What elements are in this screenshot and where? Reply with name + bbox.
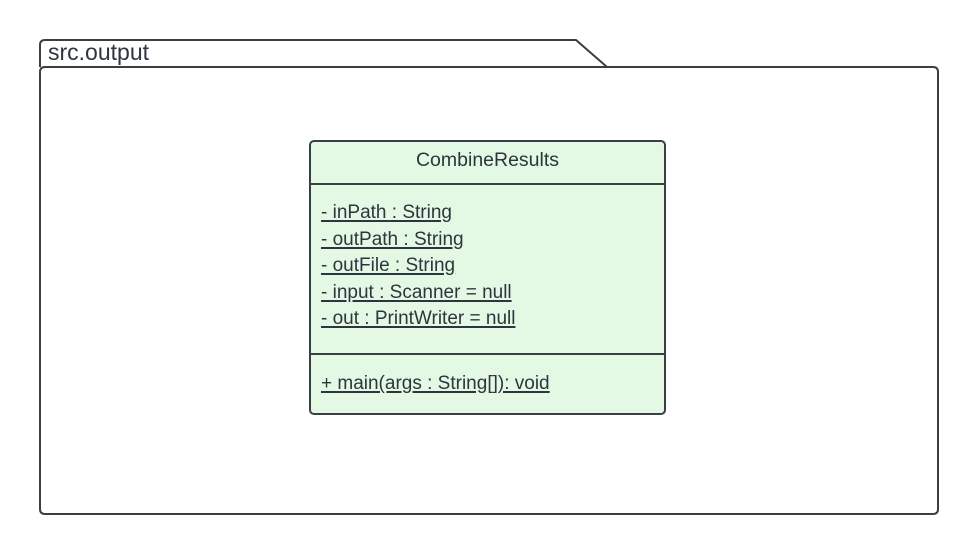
attribute-out-path: - outPath : String xyxy=(321,228,464,250)
operation-main: + main(args : String[]): void xyxy=(321,373,550,394)
class-box[interactable]: CombineResults - inPath : String - outPa… xyxy=(309,140,666,415)
operation-list: + main(args : String[]): void xyxy=(321,371,550,398)
attribute-divider xyxy=(311,353,664,355)
package-name: src.output xyxy=(48,39,149,65)
attribute-out: - out : PrintWriter = null xyxy=(321,308,516,329)
attribute-list: - inPath : String - outPath : String - o… xyxy=(321,200,515,333)
name-divider xyxy=(311,183,664,185)
attribute-out-file: - outFile : String xyxy=(321,255,456,276)
attribute-in-path: - inPath : String xyxy=(321,202,452,223)
class-name: CombineResults xyxy=(415,149,560,171)
package-tab xyxy=(39,39,608,68)
attribute-input: - input : Scanner = null xyxy=(321,281,512,303)
